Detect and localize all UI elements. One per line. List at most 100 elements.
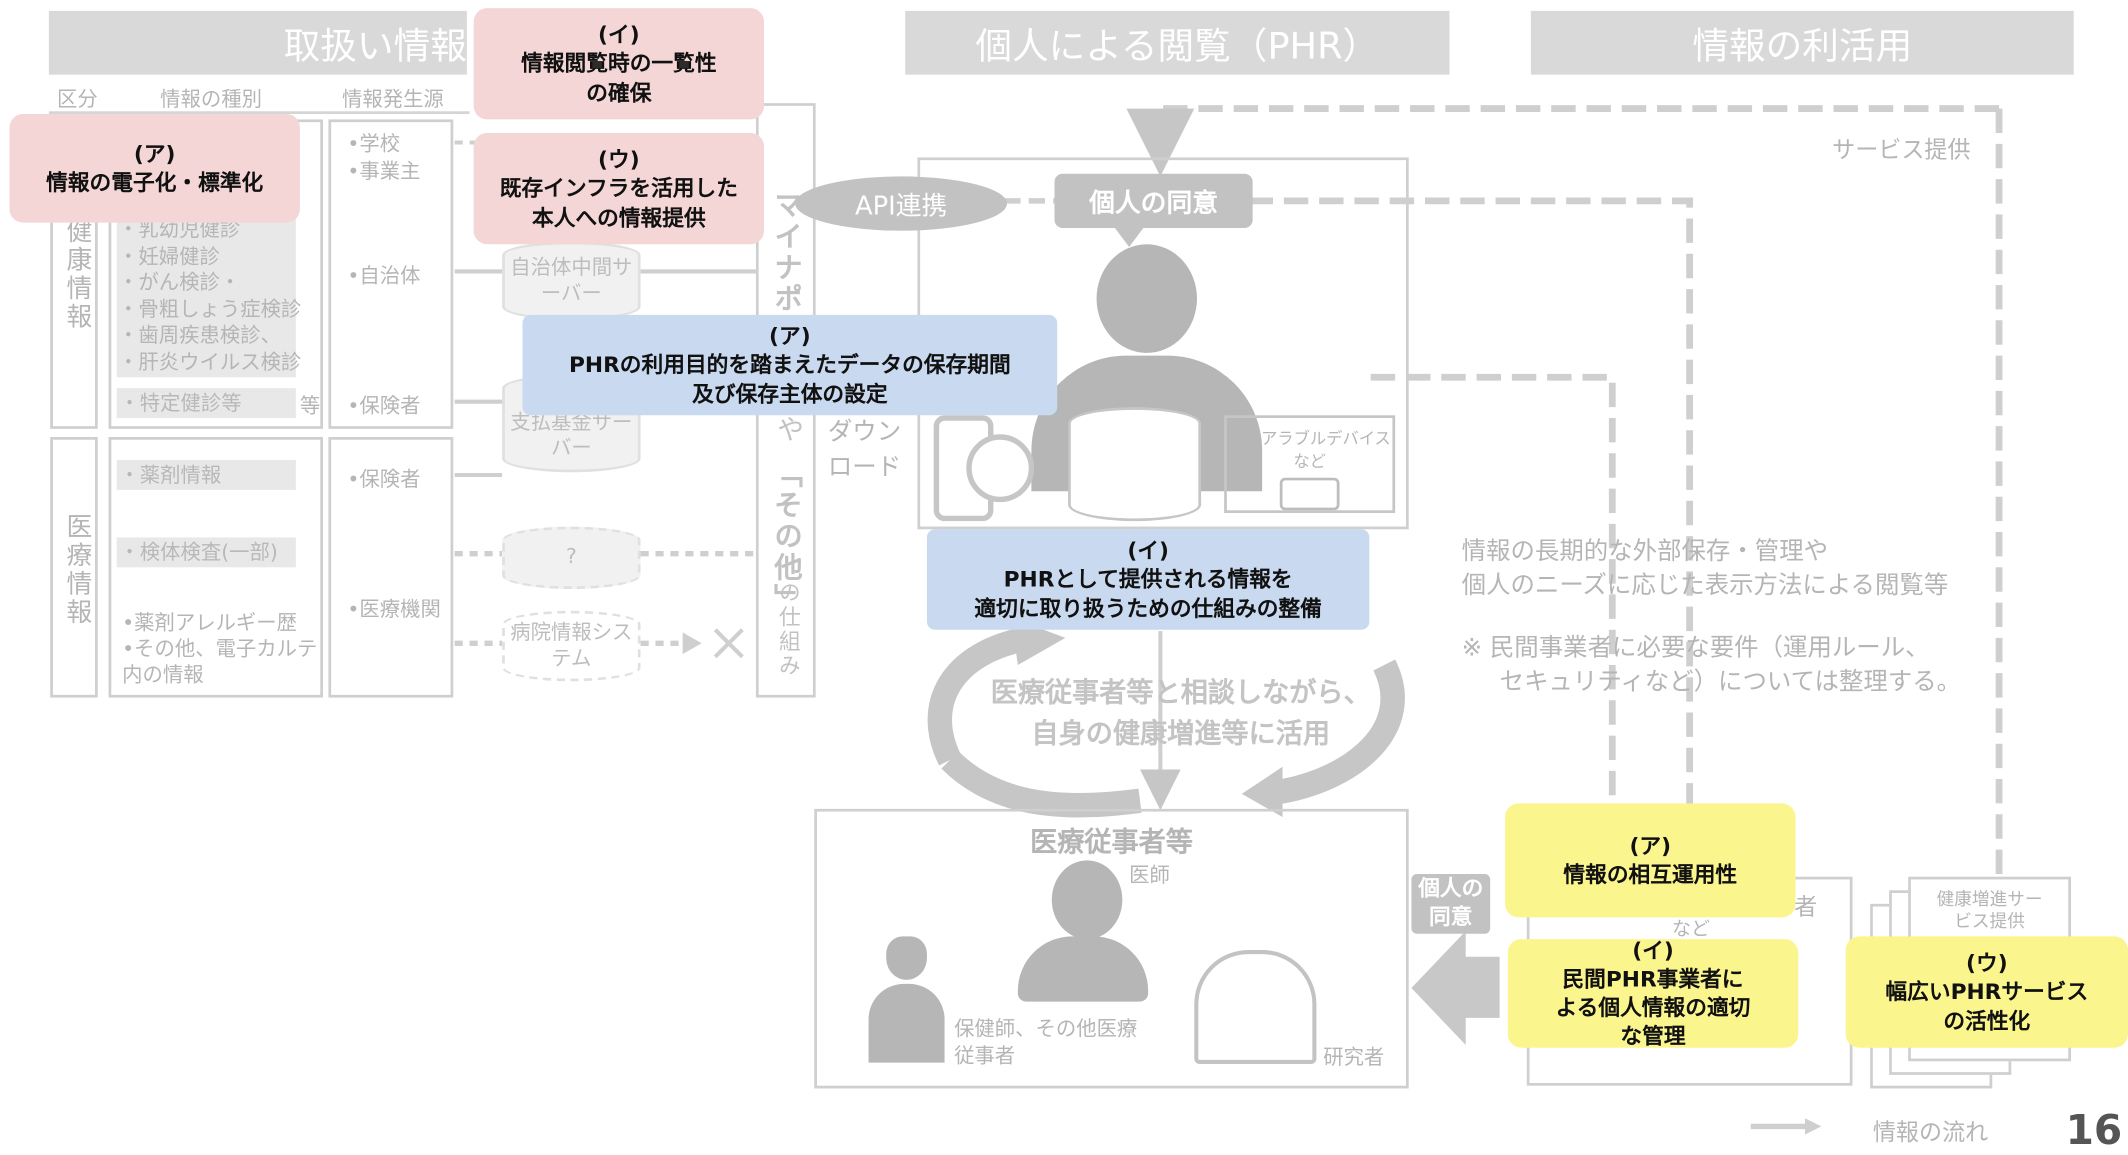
consent-tag: 個人の同意 [1411, 873, 1491, 934]
consent-bubble-tail [1112, 225, 1146, 247]
medical-category-cell [50, 436, 98, 698]
health-item: ・がん検診・ [118, 270, 241, 295]
person-head-icon [1096, 244, 1197, 353]
server-municipal-label: 自治体中間サーバー [510, 254, 633, 306]
source-medical-institution: •医療機関 [347, 597, 441, 622]
column-category: 区分 [56, 86, 98, 112]
health-specific-suffix: 等 [299, 393, 321, 418]
callout-text: 情報の電子化・標準化 [46, 169, 264, 196]
callout-line: 民間PHR事業者に [1562, 966, 1744, 992]
callout-line: PHRの利用目的を踏まえたデータの保存期間 [569, 352, 1011, 378]
server-hospital: 病院情報システム [502, 610, 641, 682]
medical-other: •その他、電子カルテ内の情報 [122, 636, 318, 687]
consent-bubble-label: 個人の同意 [1089, 187, 1219, 218]
callout-pink-u: (ウ) 既存インフラを活用した 本人への情報提供 [473, 132, 765, 245]
callout-tag: (ア) [769, 323, 811, 350]
doctor-head-icon [1051, 860, 1123, 940]
callout-tag: (ア) [1629, 833, 1672, 859]
callout-line: 情報閲覧時の一覧性 [521, 50, 717, 77]
medical-other-items: •薬剤アレルギー歴 •その他、電子カルテ内の情報 [122, 611, 319, 688]
consent-bubble: 個人の同意 [1054, 173, 1253, 228]
medical-source-cell [328, 436, 454, 698]
callout-tag: (イ) [598, 22, 640, 48]
column-info-type: 情報の種別 [160, 86, 262, 112]
longterm-line1: 情報の長期的な外部保存・管理や [1461, 537, 1829, 566]
header-phr-label: 個人による閲覧（PHR） [975, 25, 1380, 68]
database-icon [1068, 407, 1202, 522]
health-item: ・肝炎ウイルス検診 [118, 349, 302, 374]
researcher-icon [1194, 949, 1317, 1064]
callout-line: の活性化 [1943, 1007, 2031, 1034]
server-payment-label: 支払基金サーバー [510, 409, 633, 461]
callout-tag: (ウ) [1966, 950, 2008, 977]
server-municipal: 自治体中間サーバー [502, 241, 641, 321]
source-insurer: •保険者 [347, 393, 421, 418]
callout-line: 幅広いPHRサービス [1885, 979, 2089, 1005]
api-link-label: API連携 [854, 190, 948, 221]
medical-staff-title: 医療従事者等 [1030, 825, 1193, 858]
callout-line: 及び保存主体の設定 [692, 380, 888, 407]
nurse-label: 保健師、その他医療従事者 [954, 1016, 1138, 1069]
server-unknown: ? [502, 526, 641, 589]
callout-line: な管理 [1620, 1023, 1686, 1050]
medical-drug: ・薬剤情報 [116, 460, 296, 490]
health-service-label: 健康増進サービス提供 [1936, 890, 2043, 933]
wearable-title: ウェアラブルデバイス [1228, 428, 1391, 448]
callout-text: 情報の相互運用性 [1563, 861, 1738, 888]
callout-tag: (イ) [1632, 937, 1674, 964]
health-source-school: •学校 •事業主 [347, 130, 420, 184]
consult-line1: 医療従事者等と相談しながら、 [990, 675, 1371, 709]
medical-label: 医療情報 [62, 512, 93, 627]
consult-text: 医療従事者等と相談しながら、 自身の健康増進等に活用 [977, 672, 1384, 753]
header-handling-label: 取扱い情報 [283, 25, 467, 68]
longterm-text: 情報の長期的な外部保存・管理や 個人のニーズに応じた表示方法による閲覧等 [1462, 535, 1949, 603]
callout-pink-a: (ア) 情報の電子化・標準化 [9, 113, 300, 223]
page-number: 16 [2065, 1107, 2123, 1155]
researcher-label: 研究者 [1323, 1044, 1385, 1070]
service-provision-label: サービス提供 [1832, 137, 1971, 165]
callout-blue-a: (ア) PHRの利用目的を踏まえたデータの保存期間 及び保存主体の設定 [522, 314, 1058, 416]
column-divider [48, 111, 470, 114]
doctor-body-icon [1017, 936, 1149, 1002]
globe-icon [966, 434, 1035, 503]
server-unknown-label: ? [565, 544, 577, 569]
header-utilization-label: 情報の利活用 [1692, 25, 1913, 68]
source-municipality: •自治体 [347, 263, 421, 288]
callout-line: PHRとして提供される情報を [1003, 566, 1293, 593]
note-line2: セキュリティなど）については整理する。 [1499, 667, 1962, 697]
doctor-label: 医師 [1129, 863, 1170, 888]
callout-tag: (イ) [1127, 537, 1169, 564]
health-source-cell [328, 119, 454, 429]
health-items: ・乳幼児健診 ・妊婦健診 ・がん検診・ ・骨粗しょう症検診 ・歯周疾患検診、 ・… [118, 217, 301, 376]
consult-line2: 自身の健康増進等に活用 [1031, 716, 1330, 750]
phr-business-partial-sub: など [1671, 918, 1710, 941]
wearable-box: ウェアラブルデバイス など [1224, 415, 1396, 513]
callout-line: よる個人情報の適切 [1555, 994, 1751, 1021]
medical-staff-box [814, 808, 1409, 1089]
health-specific: ・特定健診等 [116, 388, 296, 418]
callout-line: の確保 [586, 79, 652, 106]
wearable-watch-icon [1279, 477, 1340, 511]
phr-business-partial: 者 [1794, 894, 1818, 922]
source-insurer-medical: •保険者 [347, 466, 421, 492]
health-item: ・骨粗しょう症検診 [118, 296, 302, 321]
mynaportal-other: 「その他」 [770, 458, 804, 615]
callout-blue-i: (イ) PHRとして提供される情報を 適切に取り扱うための仕組みの整備 [926, 529, 1370, 630]
note-line1: ※ 民間事業者に必要な要件（運用ルール、 [1461, 633, 1930, 663]
mynaportal-ya: や [772, 415, 805, 446]
health-label: 健康情報 [62, 217, 93, 332]
callout-yellow-a: (ア) 情報の相互運用性 [1505, 803, 1796, 918]
header-phr: 個人による閲覧（PHR） [905, 10, 1450, 75]
health-items-bg [116, 217, 296, 378]
callout-tag: (ア) [133, 140, 176, 167]
column-source: 情報発生源 [341, 86, 444, 112]
callout-line: 既存インフラを活用した [499, 175, 738, 202]
source-employer: •事業主 [347, 158, 421, 184]
nurse-body-icon [868, 983, 945, 1063]
callout-yellow-i: (イ) 民間PHR事業者に よる個人情報の適切 な管理 [1507, 937, 1799, 1050]
server-hospital-label: 病院情報システム [510, 619, 633, 671]
callout-yellow-u: (ウ) 幅広いPHRサービス の活性化 [1845, 936, 2128, 1048]
medical-type-cell [108, 436, 323, 698]
source-school: •学校 [347, 131, 401, 157]
